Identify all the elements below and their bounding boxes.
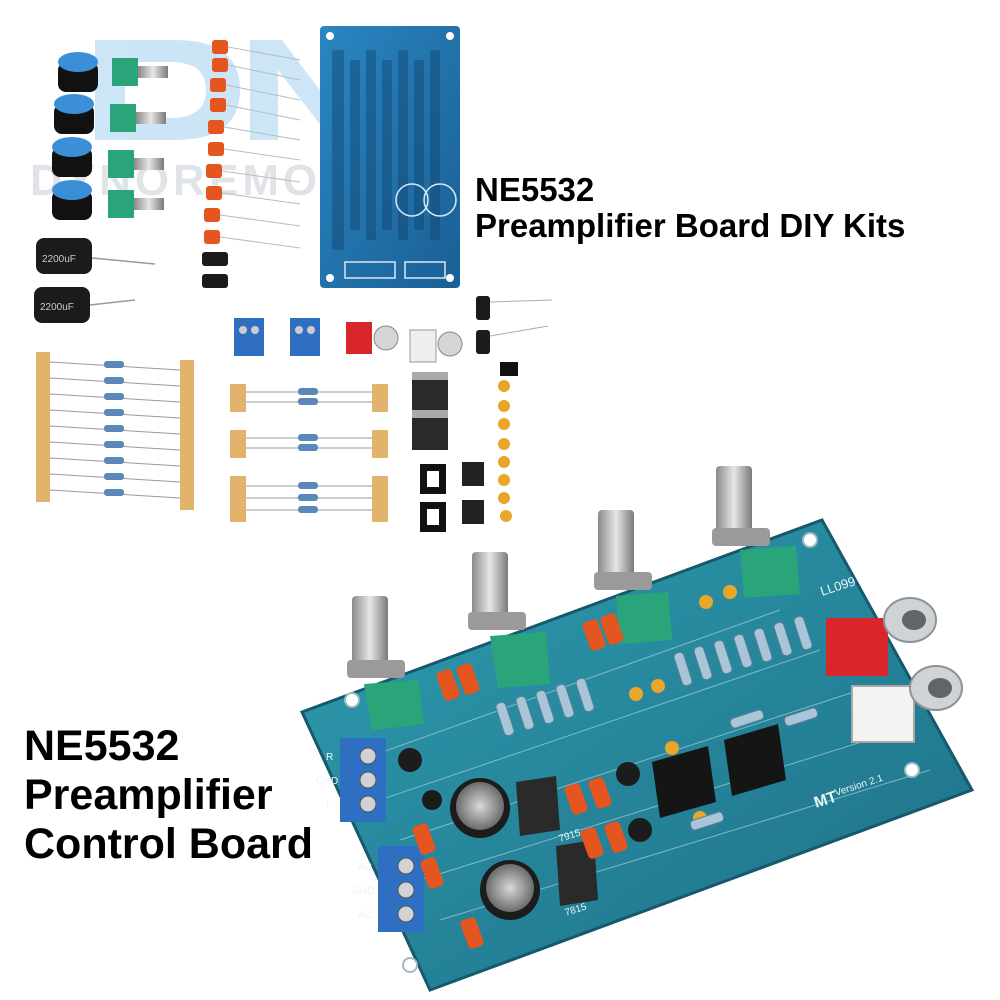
board-rca-jacks [826, 597, 963, 743]
knob [52, 180, 92, 220]
board-terminal-power: AC GND AC [352, 846, 424, 932]
kit-resistor-strip-middle [230, 384, 388, 522]
board-caption-line1: NE5532 [24, 722, 180, 770]
kit-electrolytic-capacitors: 2200uF 2200uF [34, 238, 156, 323]
board-brand-label: MT [812, 788, 839, 811]
kit-voltage-regulators [412, 372, 448, 450]
kit-terminal-blocks [234, 318, 320, 356]
board-electrolytic-capacitors [398, 748, 652, 920]
terminal-ac-1: AC [358, 862, 372, 873]
knob [54, 94, 94, 134]
kit-ic-sockets [420, 462, 484, 532]
board-caption-line2: Preamplifier [24, 771, 273, 820]
knob [52, 137, 92, 177]
kit-blank-pcb [320, 26, 460, 288]
terminal-l: L [326, 800, 332, 811]
kit-knobs [52, 52, 98, 220]
terminal-gnd-power: GND [352, 886, 374, 897]
terminal-ac-2: AC [358, 910, 372, 921]
svg-text:2200uF: 2200uF [40, 302, 74, 313]
kit-film-capacitors [204, 40, 228, 244]
board-film-capacitors [412, 613, 628, 949]
terminal-r: R [326, 752, 333, 763]
kit-small-capacitors [202, 252, 228, 288]
kit-caption-line2: Preamplifier Board DIY Kits [475, 206, 906, 244]
board-voltage-regulators: 7915 7815 [516, 776, 598, 919]
board-caption: NE5532 Preamplifier Control Board [24, 722, 313, 869]
kit-small-electrolytic [476, 296, 553, 354]
kit-resistor-strip-left [36, 352, 194, 510]
board-ne5532-chips [652, 724, 786, 818]
kit-capacitor-leads [219, 46, 301, 249]
kit-caption: NE5532 Preamplifier Board DIY Kits [475, 172, 905, 243]
board-terminal-audio: R GND L [316, 738, 386, 822]
board-resistors [495, 615, 819, 831]
kit-caption-line1: NE5532 [475, 171, 595, 208]
board-potentiometers [347, 466, 800, 730]
knob [58, 52, 98, 92]
terminal-gnd: GND [316, 776, 338, 787]
kit-rca-jacks [346, 322, 463, 363]
svg-text:2200uF: 2200uF [42, 254, 76, 265]
kit-potentiometers [108, 58, 168, 218]
kit-ceramic-capacitors [498, 362, 518, 522]
board-caption-line3: Control Board [24, 820, 314, 869]
